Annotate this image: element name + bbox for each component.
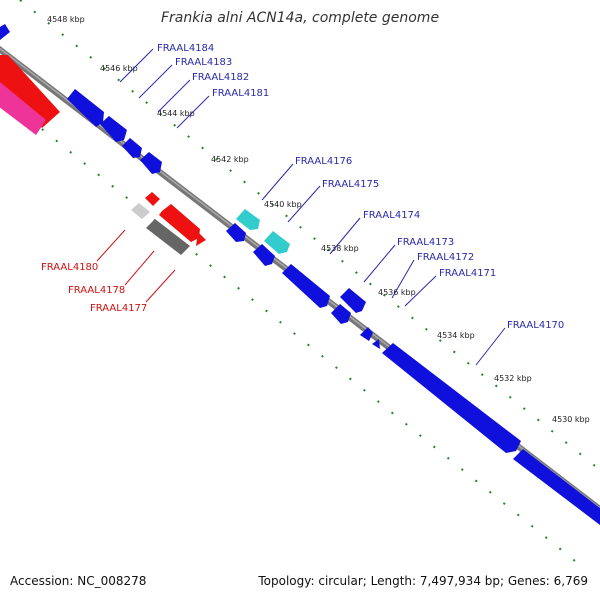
inner-ruler-line <box>0 94 581 566</box>
leader-fraal4173 <box>363 244 396 283</box>
tick-label-4538: 4538 kbp <box>321 244 359 253</box>
gene-fraal4174 <box>282 264 330 308</box>
leader-fraal4174 <box>329 217 361 255</box>
gene-fraal4184 <box>67 89 104 127</box>
gene-fraal4175 <box>253 244 275 266</box>
label-fraal4170[interactable]: FRAAL4170 <box>507 320 564 331</box>
leader-fraal4183 <box>138 64 173 99</box>
reverse-leader-lines <box>96 229 176 303</box>
label-fraal4183[interactable]: FRAAL4183 <box>175 57 232 68</box>
leader-fraal4176 <box>261 163 294 201</box>
label-fraal4175[interactable]: FRAAL4175 <box>322 179 379 190</box>
tick-label-4546: 4546 kbp <box>100 64 138 73</box>
label-leader-lines <box>119 48 506 366</box>
leader-fraal4184 <box>119 48 154 83</box>
reverse-gene-labels: FRAAL4180 FRAAL4178 FRAAL4177 <box>41 262 147 314</box>
genes-reverse-strand <box>0 55 206 255</box>
genes-forward-strand <box>0 24 600 525</box>
genome-summary-text: Topology: circular; Length: 7,497,934 bp… <box>258 574 588 588</box>
gene-blue-bottom-right <box>513 449 600 525</box>
leader-fraal4182 <box>157 79 191 113</box>
leader-fraal4177 <box>145 269 176 303</box>
leader-fraal4170 <box>475 327 506 366</box>
label-fraal4172[interactable]: FRAAL4172 <box>417 252 474 263</box>
gene-pink-left <box>0 82 46 135</box>
ruler-tick-labels: 4548 kbp 4546 kbp 4544 kbp 4542 kbp 4540… <box>47 15 590 424</box>
label-fraal4181[interactable]: FRAAL4181 <box>212 88 269 99</box>
gene-red-fraal4178 <box>159 204 200 242</box>
gene-teal-1 <box>236 209 260 230</box>
tick-label-4542: 4542 kbp <box>211 155 249 164</box>
label-fraal4180[interactable]: FRAAL4180 <box>41 262 98 273</box>
label-fraal4176[interactable]: FRAAL4176 <box>295 156 352 167</box>
forward-gene-labels: FRAAL4184 FRAAL4183 FRAAL4182 FRAAL4181 … <box>157 43 564 331</box>
gene-fraal4182 <box>122 138 142 158</box>
label-fraal4173[interactable]: FRAAL4173 <box>397 237 454 248</box>
gene-red-small-arrow <box>145 192 160 206</box>
gene-fraal4173b <box>331 304 351 324</box>
gene-blue-top-left <box>0 24 10 40</box>
gene-fraal4172 <box>360 327 373 341</box>
gene-teal-2 <box>264 231 290 254</box>
gene-fraal4170 <box>382 343 521 453</box>
gene-red-large-left <box>0 55 60 128</box>
leader-fraal4172 <box>391 259 415 299</box>
gene-gray-light <box>131 203 150 219</box>
label-fraal4174[interactable]: FRAAL4174 <box>363 210 420 221</box>
tick-label-4534: 4534 kbp <box>437 331 475 340</box>
gene-fraal4183 <box>100 116 127 142</box>
tick-label-4548: 4548 kbp <box>47 15 85 24</box>
label-fraal4178[interactable]: FRAAL4178 <box>68 285 125 296</box>
gene-fraal4176 <box>226 223 246 242</box>
gene-fraal4173 <box>340 288 366 313</box>
gene-fraal4181 <box>140 152 162 174</box>
gene-fraal4171 <box>372 339 380 349</box>
gene-gray-pseudo <box>146 219 190 255</box>
label-fraal4182[interactable]: FRAAL4182 <box>192 72 249 83</box>
leader-fraal4178 <box>124 250 155 286</box>
tick-label-4540: 4540 kbp <box>264 200 302 209</box>
accession-text: Accession: NC_008278 <box>10 574 147 588</box>
map-title: Frankia alni ACN14a, complete genome <box>160 10 440 26</box>
tick-label-4532: 4532 kbp <box>494 374 532 383</box>
label-fraal4177[interactable]: FRAAL4177 <box>90 303 147 314</box>
label-fraal4171[interactable]: FRAAL4171 <box>439 268 496 279</box>
tick-label-4536: 4536 kbp <box>378 288 416 297</box>
leader-fraal4171 <box>404 275 437 307</box>
tick-label-4544: 4544 kbp <box>157 109 195 118</box>
label-fraal4184[interactable]: FRAAL4184 <box>157 43 214 54</box>
tick-label-4530: 4530 kbp <box>552 415 590 424</box>
leader-fraal4175 <box>287 185 321 223</box>
gene-red-tip <box>196 232 206 246</box>
leader-fraal4180 <box>96 229 126 262</box>
leader-fraal4181 <box>176 95 210 129</box>
